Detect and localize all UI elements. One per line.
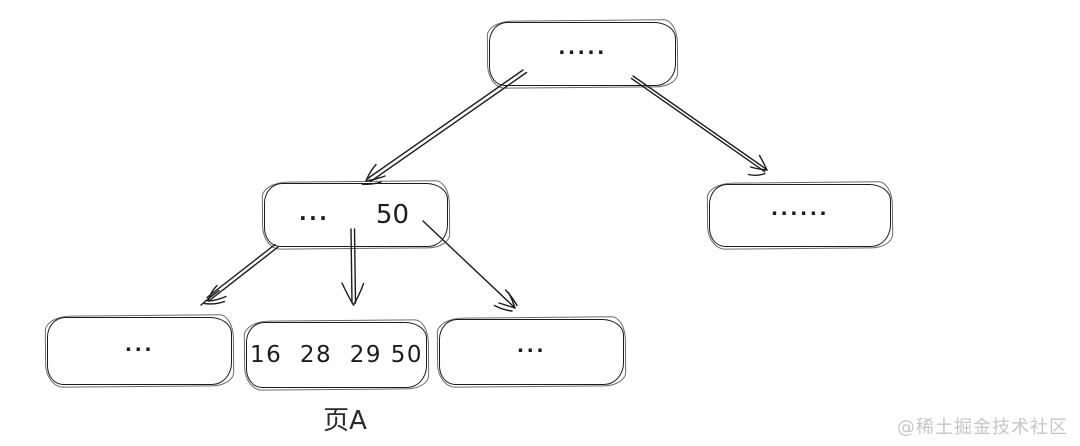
page-a-label: 页A: [323, 406, 367, 436]
watermark: @稀土掘金技术社区: [897, 417, 1068, 438]
node-leaf-right: ...: [439, 319, 624, 385]
arrow-root-to-internal-right: [630, 75, 768, 176]
node-internal-left-ellipsis: ...: [299, 201, 330, 225]
node-root-label: .....: [558, 36, 607, 59]
node-internal-right-label: ......: [770, 198, 830, 220]
arrow-internal-left-to-leaf-left: [200, 243, 279, 306]
arrow-root-to-internal-left: [361, 69, 528, 185]
node-root: .....: [489, 22, 676, 86]
node-leaf-middle-keys: 16 28 29 50: [249, 341, 424, 368]
node-internal-right: ......: [709, 184, 891, 247]
node-internal-left: ... 50: [264, 183, 448, 247]
node-leaf-right-label: ...: [516, 334, 547, 357]
node-leaf-left: ...: [47, 317, 232, 385]
node-leaf-left-label: ...: [124, 333, 155, 356]
node-internal-left-key-50: 50: [375, 200, 409, 230]
node-leaf-middle: 16 28 29 50: [246, 322, 427, 388]
